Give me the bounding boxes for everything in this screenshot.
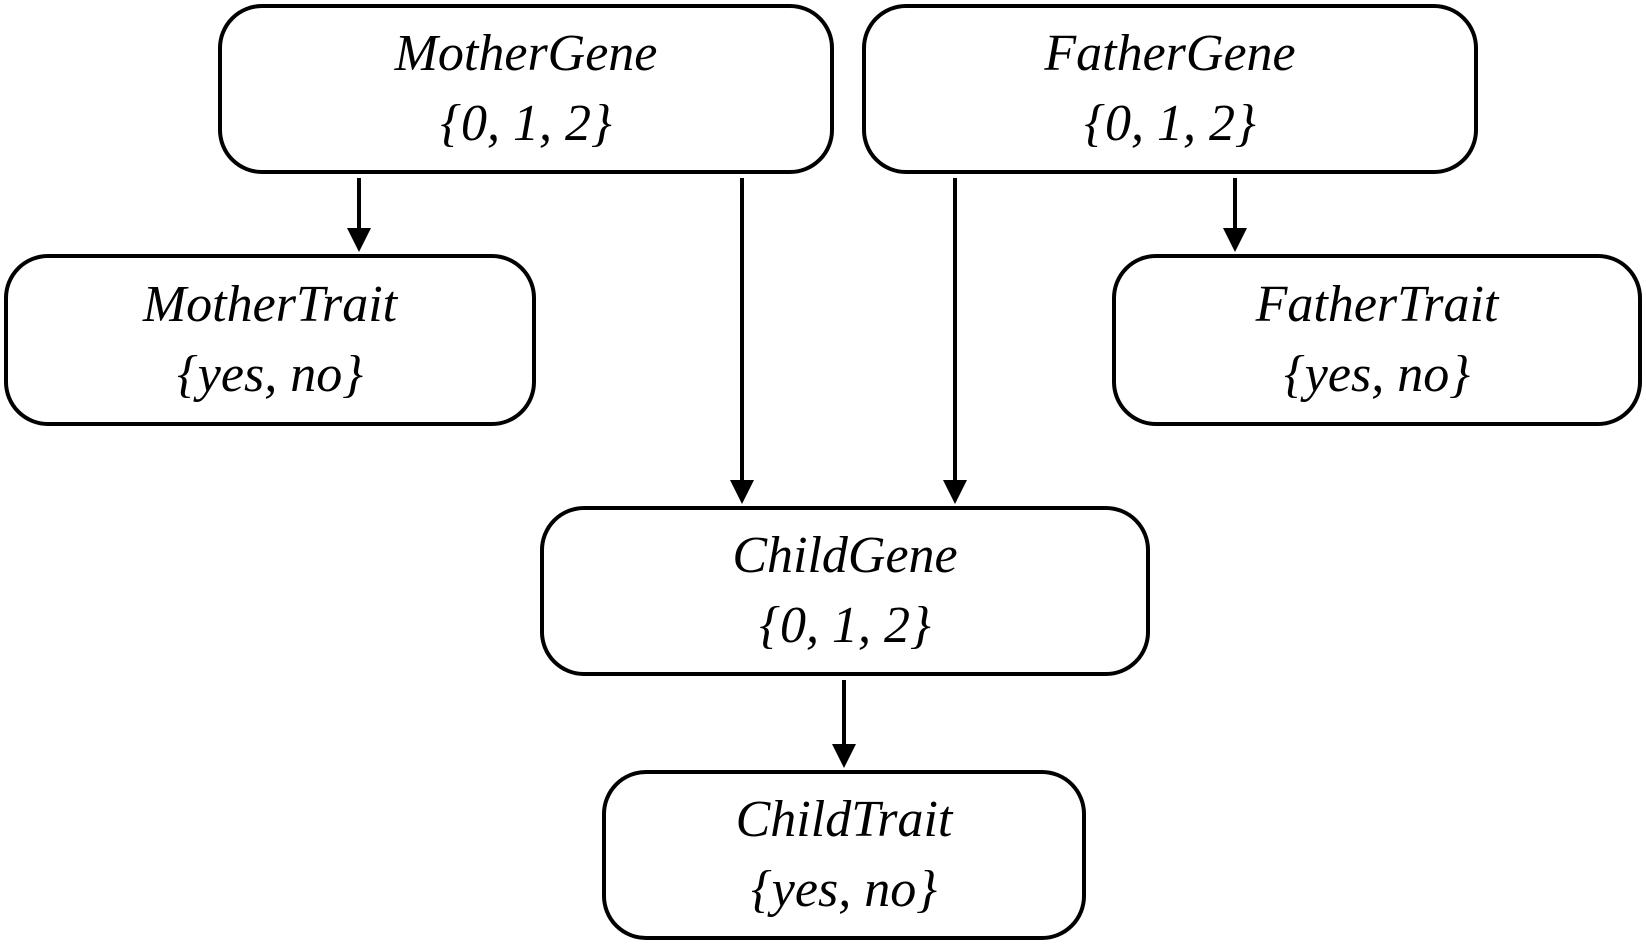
node-mother-gene-name: MotherGene [394,25,658,82]
node-father-trait-name: FatherTrait [1255,276,1499,333]
edge-mothergene-to-mothertrait [347,178,371,252]
node-father-trait-values: {yes, no} [1284,346,1470,403]
node-child-trait: ChildTrait {yes, no} [602,770,1086,940]
node-child-gene-name: ChildGene [732,527,958,584]
edge-fathergene-to-childgene [943,178,967,504]
node-child-trait-name: ChildTrait [735,791,953,848]
node-mother-trait-name: MotherTrait [142,276,398,333]
edge-mothergene-to-childgene [730,178,754,504]
node-father-gene-values: {0, 1, 2} [1084,95,1256,152]
node-mother-gene-values: {0, 1, 2} [440,95,612,152]
node-child-gene: ChildGene {0, 1, 2} [540,506,1150,676]
node-father-gene: FatherGene {0, 1, 2} [862,4,1478,174]
node-mother-gene: MotherGene {0, 1, 2} [218,4,834,174]
edge-childgene-to-childtrait [832,680,856,768]
node-child-trait-values: {yes, no} [751,861,937,918]
node-mother-trait-values: {yes, no} [177,346,363,403]
node-mother-trait: MotherTrait {yes, no} [4,254,536,426]
edge-fathergene-to-fathertrait [1223,178,1247,252]
node-child-gene-values: {0, 1, 2} [759,597,931,654]
node-father-gene-name: FatherGene [1044,25,1296,82]
node-father-trait: FatherTrait {yes, no} [1112,254,1642,426]
